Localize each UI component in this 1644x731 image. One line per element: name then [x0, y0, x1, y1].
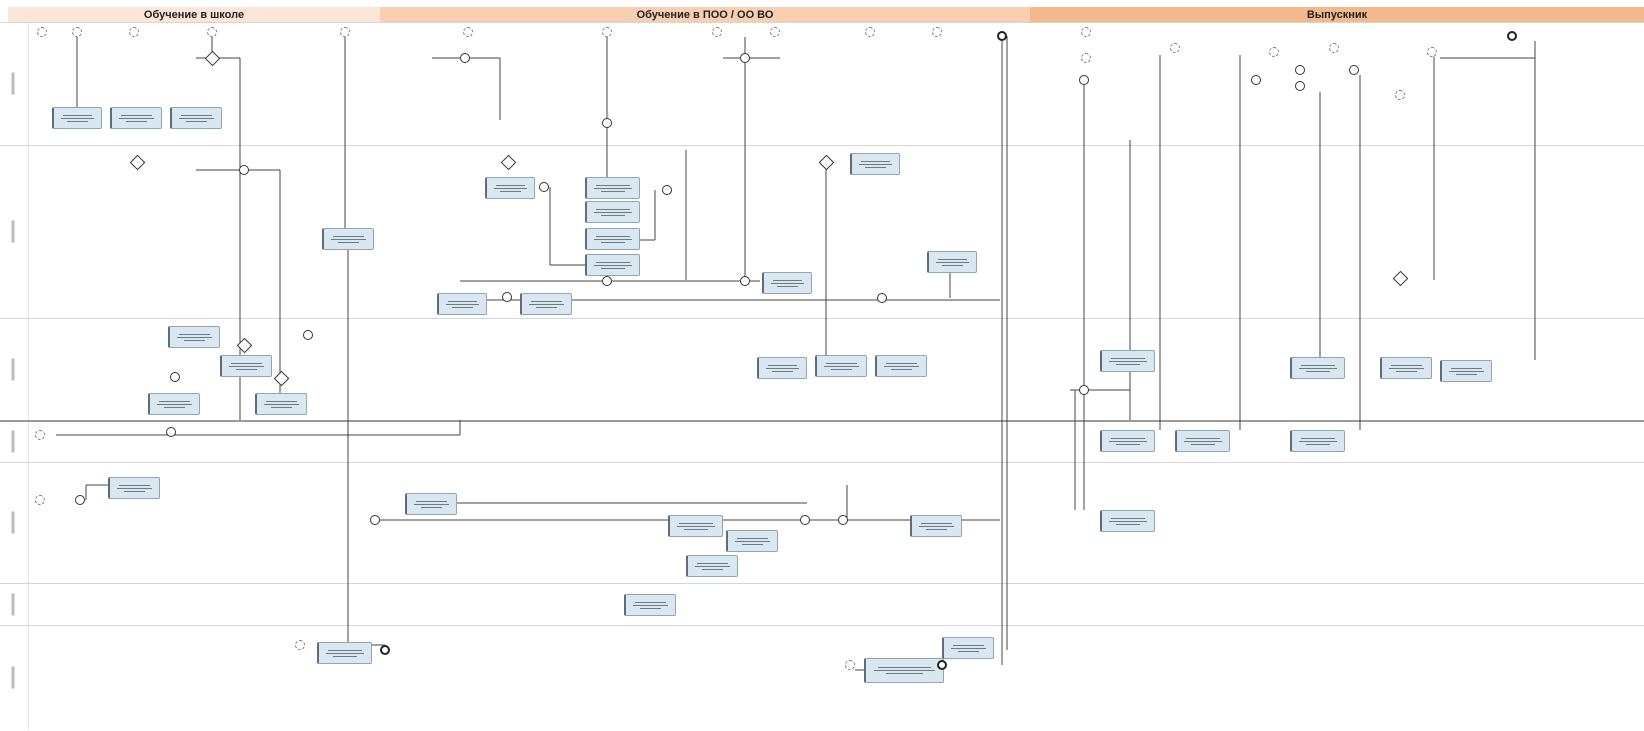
process-task[interactable]	[1440, 360, 1492, 382]
process-task[interactable]	[520, 293, 572, 315]
process-task[interactable]	[1380, 357, 1432, 379]
start-event-icon[interactable]	[932, 27, 942, 37]
process-task[interactable]	[875, 355, 927, 377]
start-event-icon[interactable]	[770, 27, 780, 37]
intermediate-event-icon[interactable]	[602, 276, 612, 286]
intermediate-event-icon[interactable]	[602, 118, 612, 128]
process-task[interactable]	[1290, 357, 1345, 379]
swimlane	[0, 625, 1644, 731]
process-task[interactable]	[220, 355, 272, 377]
swimlane	[0, 318, 1644, 421]
process-task[interactable]	[762, 272, 812, 294]
process-task[interactable]	[485, 177, 535, 199]
intermediate-event-icon[interactable]	[502, 292, 512, 302]
intermediate-event-icon[interactable]	[539, 182, 549, 192]
start-event-icon[interactable]	[72, 27, 82, 37]
process-task[interactable]	[1175, 430, 1230, 452]
intermediate-event-icon[interactable]	[460, 53, 470, 63]
start-event-icon[interactable]	[463, 27, 473, 37]
end-event-icon[interactable]	[380, 645, 390, 655]
process-task[interactable]	[322, 228, 374, 250]
process-task[interactable]	[1100, 430, 1155, 452]
process-task[interactable]	[927, 251, 977, 273]
process-task[interactable]	[757, 357, 807, 379]
swimlane	[0, 462, 1644, 584]
swimlane	[0, 420, 1644, 464]
process-task[interactable]	[585, 201, 640, 223]
start-event-icon[interactable]	[1081, 27, 1091, 37]
process-task[interactable]	[405, 493, 457, 515]
process-task[interactable]	[686, 555, 738, 577]
intermediate-event-icon[interactable]	[740, 53, 750, 63]
process-task[interactable]	[1100, 510, 1155, 532]
intermediate-event-icon[interactable]	[370, 515, 380, 525]
phase-header-graduate: Выпускник	[1030, 7, 1644, 22]
swimlane	[0, 583, 1644, 626]
intermediate-event-icon[interactable]	[75, 495, 85, 505]
swimlane	[0, 22, 1644, 146]
process-task[interactable]	[1290, 430, 1345, 452]
lane-label-column	[28, 22, 29, 730]
process-task[interactable]	[585, 254, 640, 276]
end-event-icon[interactable]	[1507, 31, 1517, 41]
process-task[interactable]	[317, 642, 372, 664]
start-event-icon[interactable]	[865, 27, 875, 37]
process-task[interactable]	[1100, 350, 1155, 372]
start-event-icon[interactable]	[129, 27, 139, 37]
intermediate-event-icon[interactable]	[1349, 65, 1359, 75]
intermediate-event-icon[interactable]	[662, 185, 672, 195]
start-event-icon[interactable]	[340, 27, 350, 37]
process-task[interactable]	[864, 658, 944, 683]
process-task[interactable]	[624, 594, 676, 616]
process-task[interactable]	[726, 530, 778, 552]
intermediate-event-icon[interactable]	[1079, 385, 1089, 395]
start-event-icon[interactable]	[1395, 90, 1405, 100]
start-event-icon[interactable]	[1329, 43, 1339, 53]
intermediate-event-icon[interactable]	[838, 515, 848, 525]
process-task[interactable]	[815, 355, 867, 377]
intermediate-event-icon[interactable]	[1251, 75, 1261, 85]
end-event-icon[interactable]	[997, 31, 1007, 41]
process-task[interactable]	[437, 293, 487, 315]
intermediate-event-icon[interactable]	[1295, 81, 1305, 91]
intermediate-event-icon[interactable]	[740, 276, 750, 286]
start-event-icon[interactable]	[295, 640, 305, 650]
process-task[interactable]	[910, 515, 962, 537]
process-task[interactable]	[585, 177, 640, 199]
process-task[interactable]	[668, 515, 723, 537]
end-event-icon[interactable]	[937, 660, 947, 670]
start-event-icon[interactable]	[1269, 47, 1279, 57]
intermediate-event-icon[interactable]	[166, 427, 176, 437]
process-task[interactable]	[255, 393, 307, 415]
start-event-icon[interactable]	[1427, 47, 1437, 57]
intermediate-event-icon[interactable]	[1079, 75, 1089, 85]
intermediate-event-icon[interactable]	[170, 372, 180, 382]
start-event-icon[interactable]	[1081, 53, 1091, 63]
start-event-icon[interactable]	[207, 27, 217, 37]
process-task[interactable]	[52, 107, 102, 129]
start-event-icon[interactable]	[35, 430, 45, 440]
phase-header-school: Обучение в школе	[8, 7, 380, 22]
process-task[interactable]	[170, 107, 222, 129]
intermediate-event-icon[interactable]	[877, 293, 887, 303]
intermediate-event-icon[interactable]	[800, 515, 810, 525]
phase-header-college: Обучение в ПОО / ОО ВО	[380, 7, 1030, 22]
start-event-icon[interactable]	[712, 27, 722, 37]
start-event-icon[interactable]	[1170, 43, 1180, 53]
process-task[interactable]	[942, 637, 994, 659]
process-task[interactable]	[168, 326, 220, 348]
process-task[interactable]	[585, 228, 640, 250]
start-event-icon[interactable]	[37, 27, 47, 37]
process-task[interactable]	[110, 107, 162, 129]
intermediate-event-icon[interactable]	[239, 165, 249, 175]
intermediate-event-icon[interactable]	[303, 330, 313, 340]
swimlane	[0, 145, 1644, 319]
intermediate-event-icon[interactable]	[1295, 65, 1305, 75]
process-task[interactable]	[108, 477, 160, 499]
start-event-icon[interactable]	[845, 660, 855, 670]
process-task[interactable]	[850, 153, 900, 175]
start-event-icon[interactable]	[35, 495, 45, 505]
start-event-icon[interactable]	[602, 27, 612, 37]
process-task[interactable]	[148, 393, 200, 415]
